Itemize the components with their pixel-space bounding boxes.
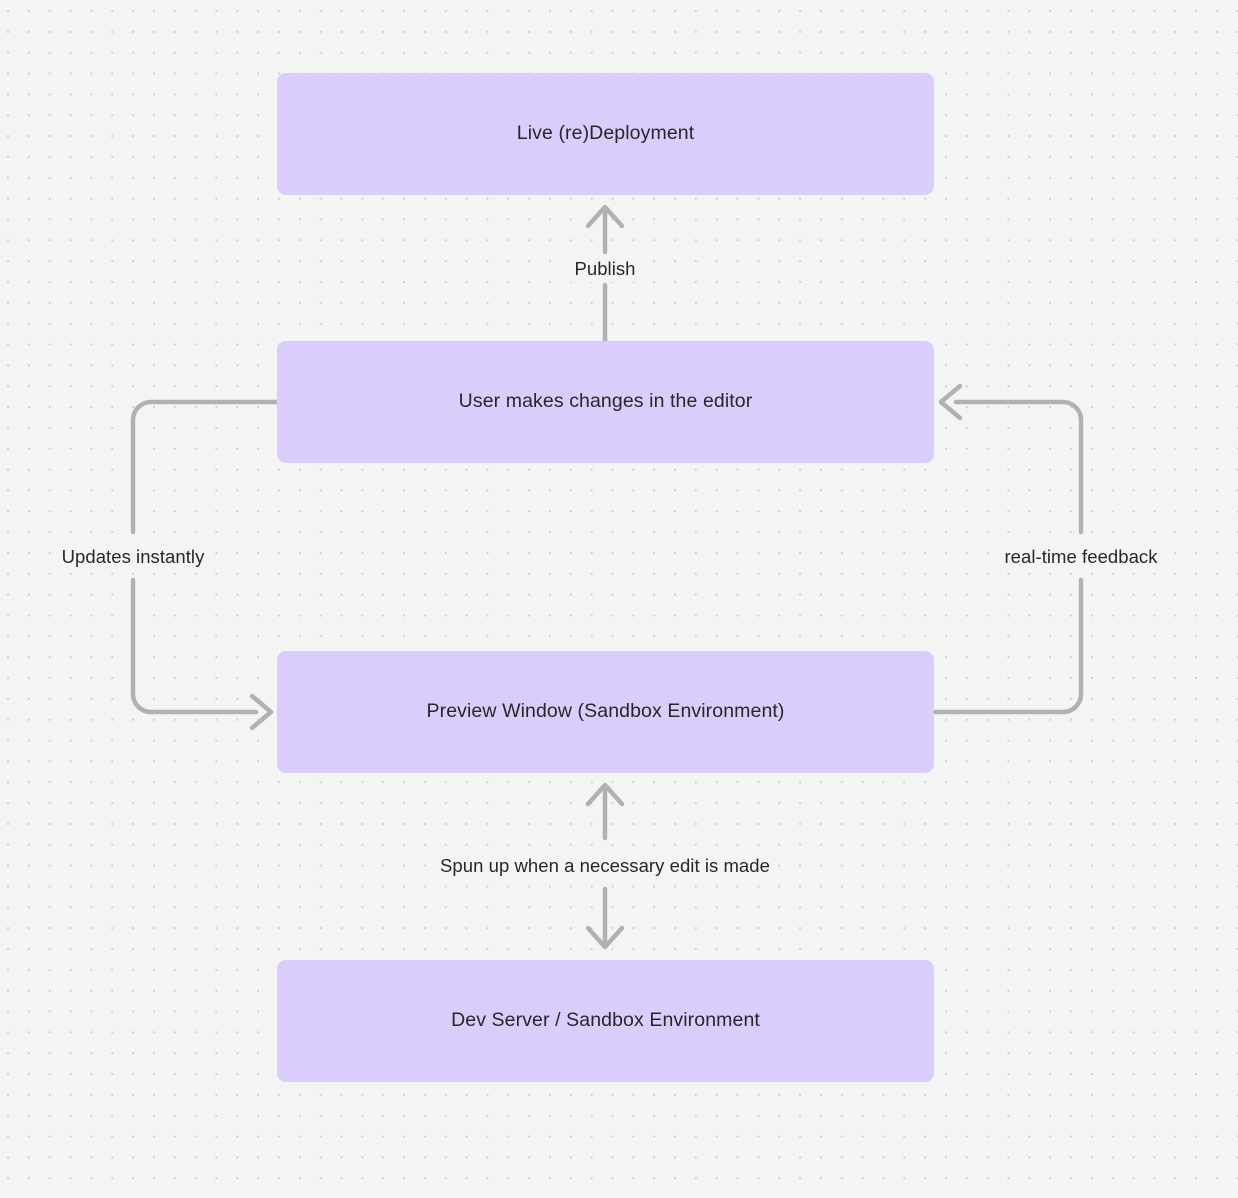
node-label: Live (re)Deployment [516, 122, 695, 145]
node-dev-server[interactable]: Dev Server / Sandbox Environment [277, 960, 934, 1082]
node-preview-window[interactable]: Preview Window (Sandbox Environment) [277, 651, 934, 773]
edge-label-real-time-feedback[interactable]: real-time feedback [997, 544, 1165, 570]
node-label: Preview Window (Sandbox Environment) [426, 700, 785, 723]
node-label: Dev Server / Sandbox Environment [451, 1009, 760, 1032]
edge-label-spun-up[interactable]: Spun up when a necessary edit is made [433, 853, 777, 879]
node-label: User makes changes in the editor [458, 390, 753, 413]
edge-label-updates-instantly[interactable]: Updates instantly [54, 544, 212, 570]
edge-label-publish[interactable]: Publish [567, 256, 643, 282]
node-live-deployment[interactable]: Live (re)Deployment [277, 73, 934, 195]
node-user-edits[interactable]: User makes changes in the editor [277, 341, 934, 463]
